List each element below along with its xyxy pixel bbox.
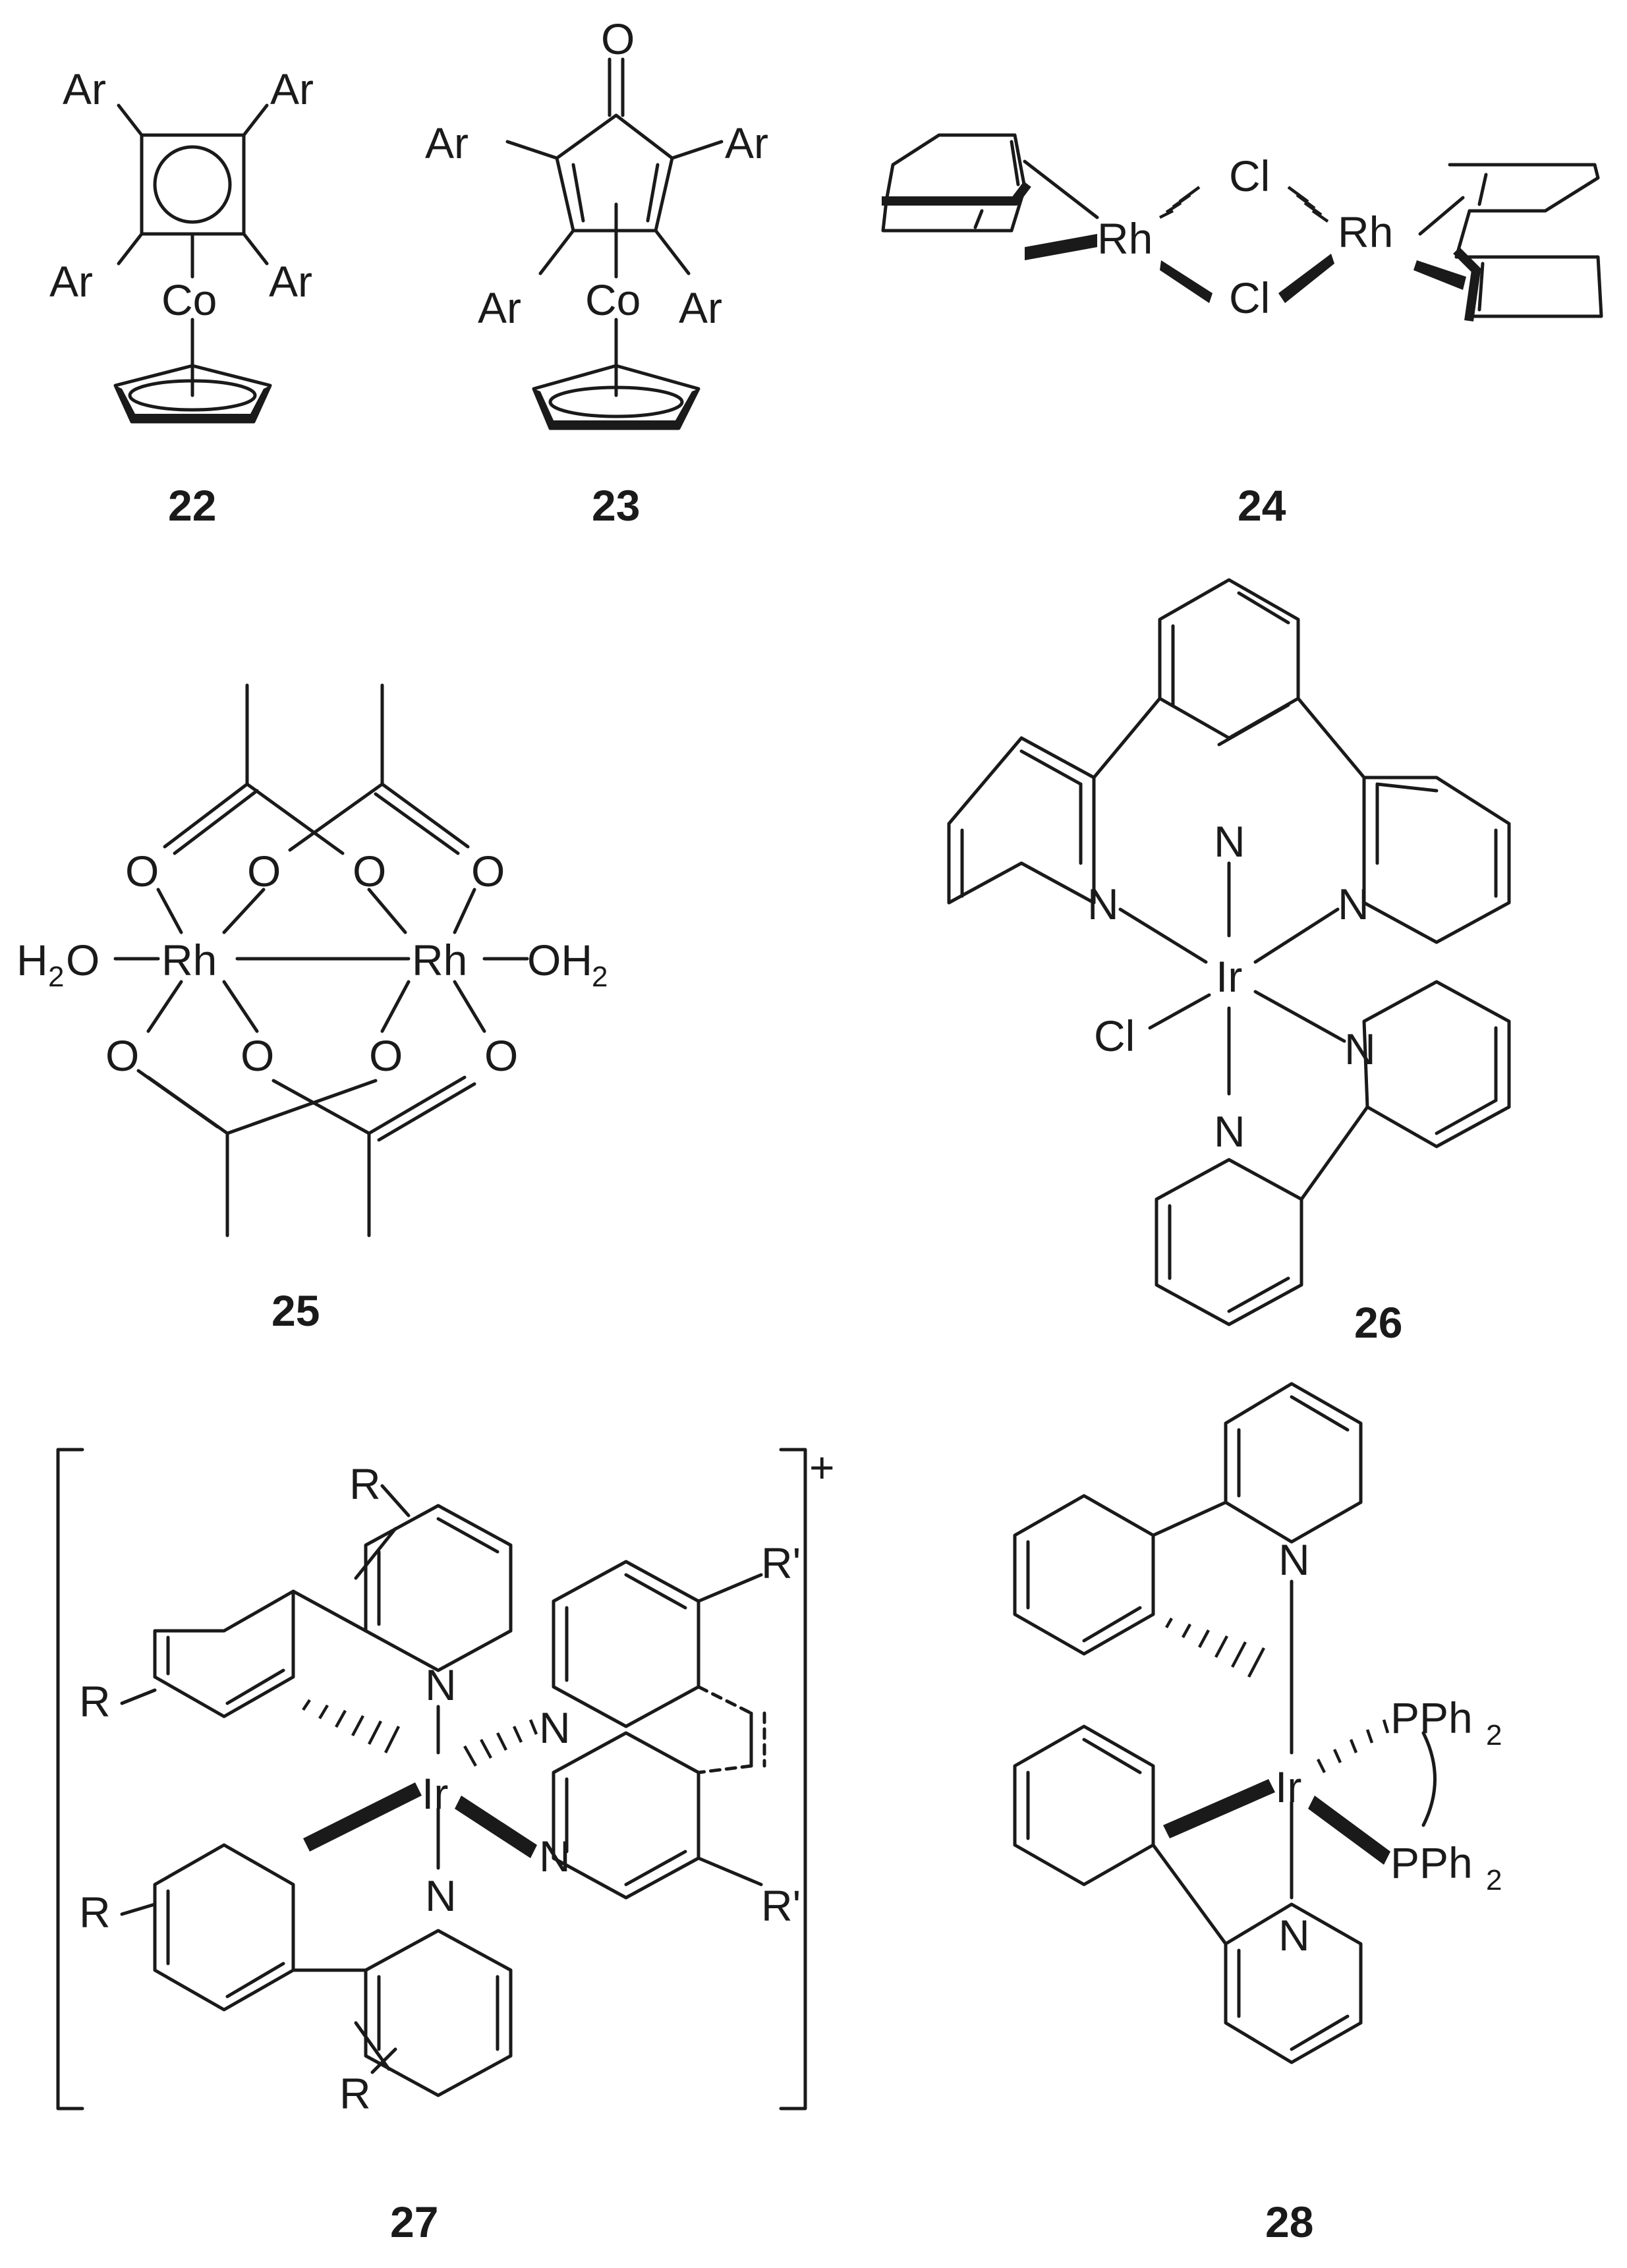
aqua-ligand-left: H 2 O [16, 936, 100, 993]
compound-24: Cl Cl Rh Rh 24 [881, 133, 1603, 530]
nitrogen-label: N [539, 1703, 571, 1752]
oxygen-label: O [105, 1031, 139, 1080]
compound-number: 28 [1265, 2197, 1313, 2246]
phenanthroline-ligand [552, 1560, 766, 1900]
cyclopentadienyl-ring [532, 364, 700, 430]
svg-text:2: 2 [592, 961, 608, 993]
acetate-bridges [136, 683, 476, 1237]
r-substituent-label: R [349, 1460, 381, 1508]
substituent-bonds [120, 1484, 411, 2074]
oxygen-label: O [241, 1031, 274, 1080]
oxygen-label: O [601, 14, 635, 63]
ar-label: Ar [49, 257, 93, 306]
nitrogen-label: N [1338, 880, 1369, 928]
svg-text:OH: OH [527, 936, 592, 984]
compound-number: 27 [390, 2197, 438, 2246]
bipyridine-ligand [1155, 980, 1511, 1326]
oxygen-label: O [471, 847, 505, 895]
nitrogen-label: N [1278, 1911, 1310, 1960]
metal-label: Co [585, 275, 641, 324]
compound-number: 23 [592, 481, 640, 530]
ar-label: Ar [269, 257, 312, 306]
r-substituent-label: R [79, 1677, 111, 1726]
phosphine-upper: PPh 2 [1390, 1693, 1502, 1751]
compound-22: Ar Ar Ar Ar Co 22 [49, 65, 314, 530]
charge-label: + [809, 1443, 835, 1492]
ar-label: Ar [63, 65, 106, 113]
compound-23: O Ar Ar Ar Ar Co 23 [425, 14, 768, 530]
iridium-label: Ir [1275, 1763, 1301, 1811]
rh-o-bonds [113, 888, 529, 1033]
rhodium-label: Rh [412, 936, 467, 984]
oxygen-label: O [353, 847, 386, 895]
oxygen-label: O [484, 1031, 518, 1080]
nitrogen-label: N [425, 1871, 457, 1920]
cod-ligand-left [881, 133, 1031, 233]
svg-text:PPh: PPh [1390, 1693, 1473, 1742]
ir-bonds [1163, 1579, 1437, 1900]
r-substituent-label: R [79, 1888, 111, 1937]
rhodium-label: Rh [1338, 208, 1393, 256]
chloride-label: Cl [1229, 273, 1270, 322]
svg-text:PPh: PPh [1390, 1838, 1473, 1887]
metal-label: Co [161, 275, 217, 324]
cod-ligand-right [1448, 163, 1603, 322]
svg-text:O: O [66, 936, 100, 984]
oxygen-label: O [247, 847, 281, 895]
chloride-label: Cl [1229, 152, 1270, 200]
chloride-label: Cl [1094, 1011, 1135, 1060]
nitrogen-label: N [425, 1660, 457, 1709]
oxygen-label: O [125, 847, 159, 895]
compound-number: 26 [1354, 1298, 1402, 1347]
aqua-ligand-right: OH 2 [527, 936, 608, 993]
chloride-bridges [1158, 186, 1334, 303]
cyclobutadiene-ring [117, 103, 269, 397]
compound-25: O O O O O O O O Rh Rh H 2 O OH 2 25 [16, 683, 608, 1335]
cation-brackets [56, 1448, 807, 2111]
nitrogen-label: N [1087, 880, 1119, 928]
svg-text:2: 2 [48, 961, 64, 993]
phenylpyridine-bottom [153, 1843, 513, 2097]
nitrogen-label: N [1344, 1025, 1376, 1073]
ar-label: Ar [270, 65, 314, 113]
compound-27: + [56, 1443, 835, 2246]
r-substituent-label: R [339, 2069, 371, 2118]
oxygen-label: O [369, 1031, 403, 1080]
ir-bonds [1118, 861, 1346, 1096]
compound-number: 25 [271, 1286, 320, 1335]
r-prime-label: R' [761, 1539, 801, 1587]
rhodium-label: Rh [161, 936, 217, 984]
nitrogen-label: N [1214, 1107, 1245, 1156]
cyclopentadienone-ring [505, 57, 724, 397]
ar-label: Ar [478, 283, 521, 332]
cyclopentadienyl-ring [113, 364, 272, 424]
ar-label: Ar [679, 283, 722, 332]
compound-number: 24 [1238, 481, 1286, 530]
phenylpyridine-top [1013, 1382, 1363, 1656]
rhodium-label: Rh [1097, 214, 1153, 263]
compound-26: N N N N N Ir Cl 26 [947, 578, 1511, 1347]
terpyridine-ligand [947, 578, 1511, 944]
phosphine-lower: PPh 2 [1390, 1838, 1502, 1896]
phenylpyridine-bottom [1013, 1724, 1363, 2064]
svg-text:2: 2 [1486, 1864, 1502, 1896]
ar-label: Ar [425, 119, 469, 167]
iridium-label: Ir [1216, 952, 1242, 1001]
nitrogen-label: N [1278, 1535, 1310, 1584]
nitrogen-label: N [1214, 817, 1245, 866]
svg-text:H: H [16, 936, 48, 984]
phenylpyridine-top [153, 1504, 513, 1718]
r-prime-label: R' [761, 1881, 801, 1930]
compound-number: 22 [168, 481, 216, 530]
compound-28: N N Ir PPh 2 PPh 2 28 [1013, 1382, 1502, 2246]
nitrogen-label: N [539, 1832, 571, 1881]
ar-label: Ar [725, 119, 768, 167]
ir-bonds [302, 1699, 538, 1870]
svg-text:2: 2 [1486, 1719, 1502, 1751]
iridium-label: Ir [422, 1769, 448, 1818]
